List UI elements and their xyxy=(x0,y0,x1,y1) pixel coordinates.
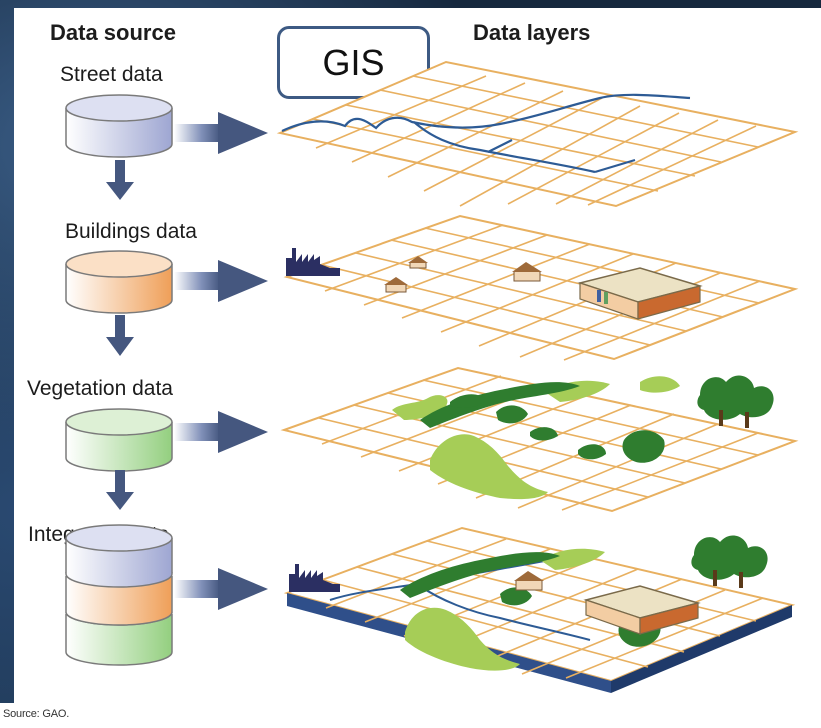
right-arrow-icon xyxy=(174,112,268,154)
house-icon xyxy=(384,277,408,293)
vegetation-layer xyxy=(280,366,799,513)
building-icon xyxy=(583,585,701,635)
buildings-layer xyxy=(283,214,799,361)
down-arrow-icon xyxy=(106,315,134,356)
street-database-icon xyxy=(65,94,173,158)
right-arrow-icon xyxy=(174,411,268,453)
gis-label: GIS xyxy=(322,41,385,83)
factory-icon xyxy=(286,248,340,276)
house-icon xyxy=(512,262,542,282)
vegetation-data-label: Vegetation data xyxy=(27,377,173,400)
right-arrow-icon xyxy=(174,568,268,610)
light-vegetation-icon xyxy=(392,376,680,500)
dark-vegetation-icon xyxy=(420,375,774,463)
source-note: Source: GAO. xyxy=(3,708,70,720)
street-layer xyxy=(276,60,799,208)
house-icon xyxy=(514,571,544,591)
street-data-label: Street data xyxy=(60,63,163,86)
down-arrow-icon xyxy=(106,160,134,200)
buildings-database-icon xyxy=(65,250,173,314)
right-arrow-icon xyxy=(174,260,268,302)
caption-strip xyxy=(0,703,821,728)
integrated-database-icon xyxy=(65,524,173,666)
buildings-data-label: Buildings data xyxy=(65,220,197,243)
vegetation-database-icon xyxy=(65,408,173,472)
integrated-layer xyxy=(283,526,796,693)
factory-icon xyxy=(289,564,340,592)
gis-label-box: GIS xyxy=(277,26,430,99)
down-arrow-icon xyxy=(106,470,134,510)
house-icon xyxy=(408,256,428,269)
data-source-header: Data source xyxy=(50,20,176,45)
building-icon xyxy=(577,267,703,320)
data-layers-header: Data layers xyxy=(473,20,591,45)
